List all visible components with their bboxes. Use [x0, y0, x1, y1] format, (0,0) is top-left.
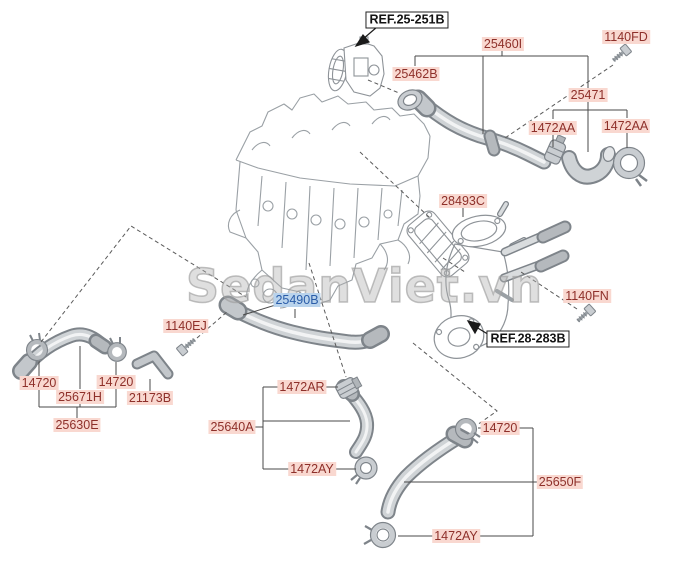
ring-clamp-1472AY-bottom-drawing — [363, 521, 397, 549]
spring-clamp-14720-left-drawing — [25, 332, 49, 362]
gasket-28493C-drawing — [406, 210, 470, 278]
spring-clamp-14720-mid-drawing — [107, 337, 127, 362]
assembly-dashed-lines — [40, 64, 614, 426]
seal-25462B-drawing — [397, 89, 423, 111]
ring-clamp-1472AA-drawing — [612, 146, 648, 187]
part-label-1140FN-8[interactable]: 1140FN — [563, 289, 611, 303]
part-label-25471-4[interactable]: 25471 — [568, 88, 608, 102]
part-label-25490B-11[interactable]: 25490B — [273, 293, 321, 307]
engine-block-drawing — [227, 93, 431, 309]
part-label-1472AA-5[interactable]: 1472AA — [528, 121, 578, 135]
part-label-14720-20[interactable]: 14720 — [480, 421, 520, 435]
bolt-1140FD-icon — [612, 43, 632, 62]
part-label-1472AR-18[interactable]: 1472AR — [277, 380, 327, 394]
part-label-1472AY-22[interactable]: 1472AY — [432, 529, 480, 543]
band-clamp-1472AA-drawing — [543, 134, 567, 165]
hose-25460I-drawing — [408, 89, 552, 170]
hose-25490B-drawing — [218, 295, 390, 350]
thermostat-housing-drawing — [433, 201, 572, 359]
bolt-1140EJ-icon — [176, 338, 196, 357]
hose-25471-drawing — [561, 146, 616, 185]
callout-leader-lines — [38, 50, 628, 537]
part-label-25671H-14[interactable]: 25671H — [56, 390, 104, 404]
ring-clamp-1472AY-mid-drawing — [350, 456, 378, 485]
fitting-21173B-drawing — [131, 350, 174, 380]
part-label-21173B-15[interactable]: 21173B — [126, 391, 174, 405]
bolt-1140FN-icon — [576, 303, 596, 323]
spring-clamp-14720-right-drawing — [454, 417, 481, 444]
part-label-1472AA-6[interactable]: 1472AA — [601, 119, 651, 133]
part-label-1140EJ-10[interactable]: 1140EJ — [163, 319, 209, 333]
ref-label-REF.25-251B-0[interactable]: REF.25-251B — [365, 11, 449, 29]
part-label-28493C-7[interactable]: 28493C — [439, 194, 487, 208]
clamp-1472AR-drawing — [335, 376, 363, 399]
part-label-14720-12[interactable]: 14720 — [19, 376, 59, 390]
alternator-drawing — [327, 36, 385, 97]
part-label-25462B-3[interactable]: 25462B — [392, 67, 440, 81]
part-label-25640A-17[interactable]: 25640A — [208, 420, 256, 434]
part-label-1140FD-2[interactable]: 1140FD — [602, 30, 650, 44]
part-label-14720-13[interactable]: 14720 — [96, 375, 136, 389]
part-label-25630E-16[interactable]: 25630E — [53, 418, 101, 432]
hose-25630E-drawing — [12, 327, 113, 380]
ref-label-REF.28-283B-9[interactable]: REF.28-283B — [486, 330, 570, 348]
part-label-25460I-1[interactable]: 25460I — [481, 37, 525, 51]
part-label-1472AY-19[interactable]: 1472AY — [288, 462, 336, 476]
hose-25650F-drawing — [380, 425, 474, 520]
part-label-25650F-21[interactable]: 25650F — [536, 475, 584, 489]
